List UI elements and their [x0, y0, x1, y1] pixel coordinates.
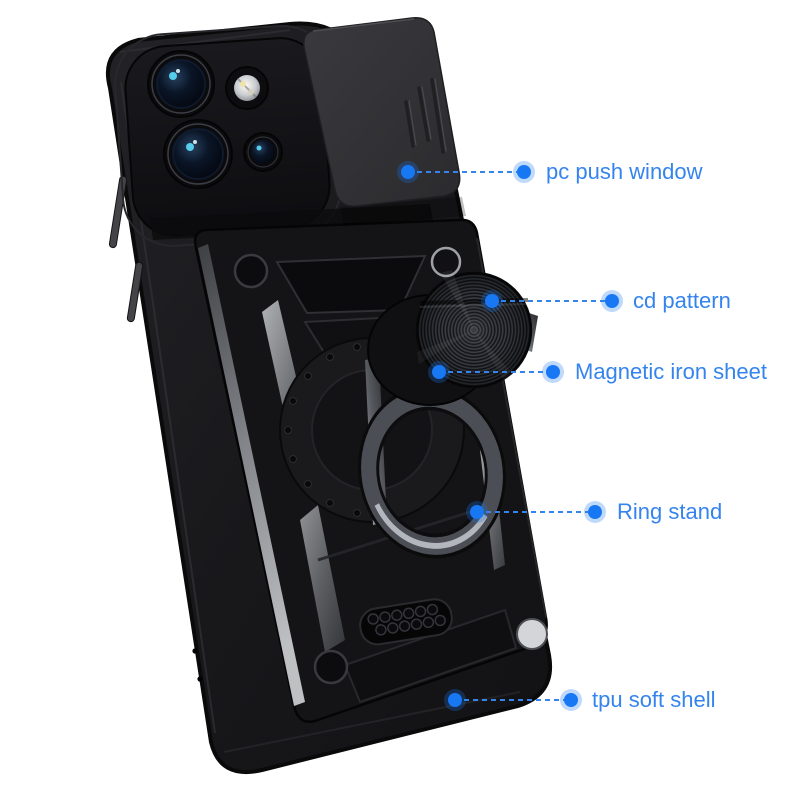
case-top-rim-highlight	[119, 29, 291, 53]
cover-shadow	[340, 197, 466, 226]
corner-screw-bottom-left	[313, 649, 349, 685]
callout-label-text: Ring stand	[617, 499, 722, 524]
plate-bottom-panel	[343, 608, 518, 704]
callout-label-dot	[546, 365, 560, 379]
flash-led	[225, 66, 269, 110]
mount-rivets	[284, 343, 361, 517]
case-bottom-rim-highlight	[223, 691, 521, 753]
corner-screw-top-right	[430, 246, 462, 278]
callout-cd-pattern: cd pattern	[481, 288, 731, 313]
callout-tpu-soft-shell: tpu soft shell	[444, 687, 716, 712]
mic-hole	[192, 648, 198, 654]
callout-pc-push-window: pc push window	[397, 159, 703, 184]
callout-label-dot	[588, 505, 602, 519]
callout-label-text: tpu soft shell	[592, 687, 716, 712]
side-button-power	[126, 261, 144, 323]
mic-hole	[197, 676, 203, 682]
callout-target-dot	[485, 294, 499, 308]
cover-slab	[303, 17, 461, 207]
camera-module	[114, 24, 342, 247]
callout-ring-stand: Ring stand	[466, 499, 722, 524]
cover-top-highlight	[312, 18, 415, 32]
corner-screw-bottom-right	[516, 618, 548, 650]
plate-left-bevel	[198, 244, 305, 706]
callout-magnetic-iron-sheet: Magnetic iron sheet	[428, 359, 767, 384]
camera-lens-top	[147, 50, 215, 118]
corner-screw-top-left	[233, 253, 269, 289]
callout-target-dot	[448, 693, 462, 707]
callouts: pc push window cd pattern Magnetic iron …	[397, 159, 767, 712]
cover-grip-grooves	[404, 78, 447, 154]
side-button-volume	[108, 175, 128, 249]
plate-silver-streak-lower-left	[300, 505, 345, 652]
callout-target-dot	[470, 505, 484, 519]
callout-label-dot	[605, 294, 619, 308]
callout-target-dot	[432, 365, 446, 379]
slide-camera-cover	[303, 17, 466, 226]
callout-label-text: cd pattern	[633, 288, 731, 313]
camera-lens-small	[243, 132, 283, 172]
callout-label-text: pc push window	[546, 159, 703, 184]
callout-label-dot	[517, 165, 531, 179]
hex-mesh-patch	[359, 598, 453, 646]
camera-lens-bottom	[163, 119, 233, 189]
callout-label-text: Magnetic iron sheet	[575, 359, 767, 384]
callout-target-dot	[401, 165, 415, 179]
callout-label-dot	[564, 693, 578, 707]
